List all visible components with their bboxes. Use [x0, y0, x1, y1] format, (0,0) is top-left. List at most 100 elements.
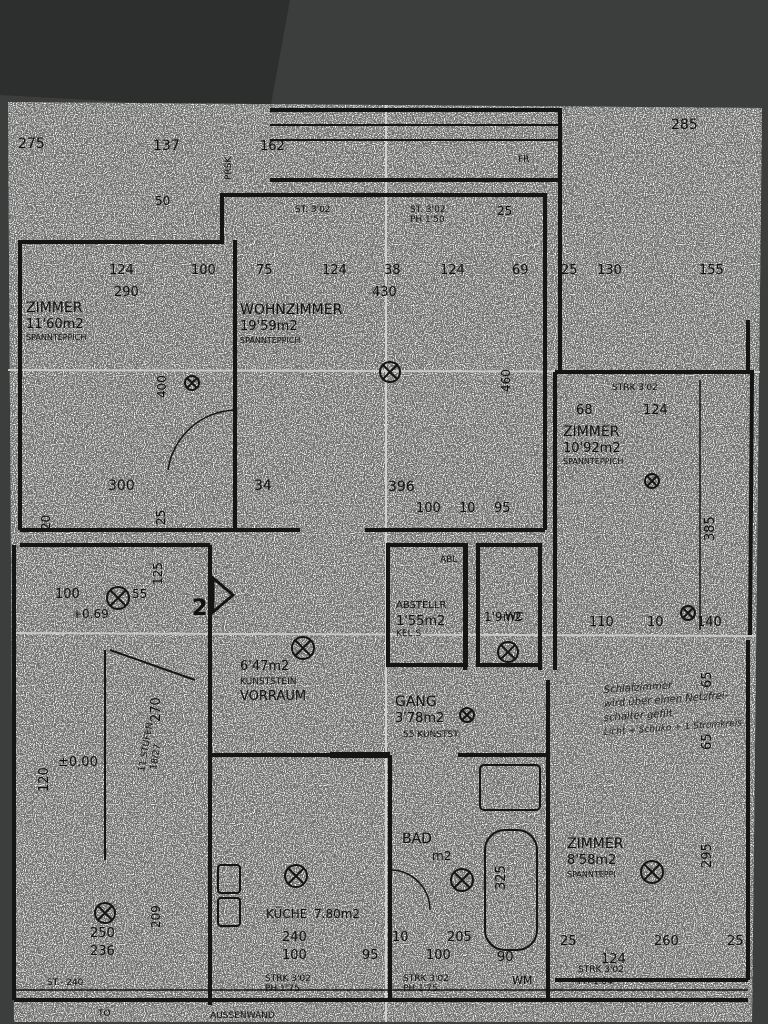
wm-label: WM — [512, 974, 532, 987]
window-bottom-2: PH 1'75 — [265, 984, 300, 994]
dim-mid: 460 — [499, 369, 513, 392]
dim-lower: 100 — [55, 587, 80, 602]
dim-mid: 34 — [254, 478, 272, 494]
dimension-numbers: 275 137 162 285 25 50 124 100 75 124 38 … — [18, 117, 744, 967]
dim-lower: 124 — [601, 952, 626, 967]
room-kueche-area: 7.80m2 — [314, 907, 360, 921]
dim-lower: 25 — [560, 934, 577, 949]
level-upper: +0.69 — [72, 607, 109, 621]
note-line-1: Schlafzimmer — [603, 680, 673, 696]
window-top-2: ST. 3'02 — [410, 205, 446, 215]
dim-row1: 155 — [699, 263, 724, 278]
dim-right: 65 — [700, 733, 715, 750]
dim-mid: 300 — [108, 478, 135, 494]
room-abstell-area: 1'55m2 — [396, 614, 445, 629]
window-bottom-6: PH 1'64 — [578, 977, 613, 987]
dim-row1: 430 — [372, 285, 397, 300]
window-right: STRK 3'02 — [612, 383, 658, 393]
level-number: 2 — [192, 596, 207, 621]
dim-top: 137 — [153, 138, 180, 154]
dim-lower: 260 — [654, 934, 679, 949]
dim-row1: 124 — [440, 263, 465, 278]
abl-label: ABL — [440, 555, 457, 565]
dim-row1: 25 — [561, 263, 578, 278]
dim-lower: 100 — [282, 948, 307, 963]
room-zimmer-right-area: 10'92m2 — [563, 441, 621, 456]
dim-row1: 38 — [384, 263, 401, 278]
window-bottom-3: STRK 3'02 — [403, 974, 449, 984]
note-line-3: schalter gefilt — [603, 708, 674, 724]
dim-right: 10 — [647, 615, 664, 630]
dim-top: 285 — [671, 117, 698, 133]
room-labels: ZIMMER 11'60m2 SPANNTEPPICH WOHNZIMMER 1… — [26, 300, 624, 921]
dim-lower: 10 — [392, 930, 409, 945]
room-wohnzimmer-area: 19'59m2 — [240, 319, 298, 334]
dim-lower: 25 — [727, 934, 744, 949]
room-zimmer-right-floor: SPANNTEPPICH — [563, 457, 623, 466]
room-bad-name: BAD — [402, 831, 432, 847]
room-bad-area: m2 — [432, 849, 451, 863]
dim-mid: 25 — [154, 510, 168, 525]
dim-lower: 120 — [37, 767, 52, 792]
dim-row1: 75 — [256, 263, 273, 278]
dim-right: 295 — [700, 843, 715, 868]
dim-lower: 240 — [282, 930, 307, 945]
window-top-3: PH 1'50 — [410, 215, 445, 225]
room-zimmer-left-floor: SPANNTEPPICH — [26, 333, 86, 342]
room-vorraum-floor: KUNSTSTEIN — [240, 677, 296, 687]
dim-lower: 90 — [497, 950, 514, 965]
dim-top: 275 — [18, 136, 45, 152]
room-abstell-floor: KEL.S — [396, 629, 421, 639]
aussenwand-label: AUSSENWAND — [210, 1011, 275, 1021]
room-vorraum-area: 6'47m2 — [240, 659, 289, 674]
dim-lower: 55 — [132, 587, 147, 601]
dim-lower: 205 — [447, 930, 472, 945]
level-lower: ±0.00 — [58, 755, 98, 770]
walls — [12, 108, 755, 1005]
window-bottom-5: STRK 3'02 — [578, 965, 624, 975]
room-zimmer-right-name: ZIMMER — [563, 424, 620, 440]
window-bottom-4: PH 1'75 — [403, 984, 438, 994]
room-wohnzimmer-floor: SPANNTEPPICH — [240, 336, 300, 345]
st-bottom: ST.- 240 — [47, 978, 84, 988]
dim-row1: 69 — [512, 263, 529, 278]
dim-lower: 100 — [426, 948, 451, 963]
dim-mid: 400 — [155, 375, 169, 398]
dim-row1: 124 — [109, 263, 134, 278]
dim-lower: 95 — [362, 948, 379, 963]
dim-right: 65 — [700, 671, 715, 688]
dim-top: 162 — [260, 139, 285, 154]
light-fixtures — [94, 361, 696, 924]
stairs-ratio: 18/27 — [149, 743, 163, 770]
room-gang-name: GANG — [395, 694, 437, 710]
room-zimmer-left-area: 11'60m2 — [26, 317, 84, 332]
dim-mid: 396 — [388, 479, 415, 495]
dim-lower: 250 — [90, 926, 115, 941]
room-zimmer-br-area: 8'58m2 — [567, 853, 616, 868]
room-wohnzimmer-name: WOHNZIMMER — [240, 302, 343, 318]
dim-row1: 290 — [114, 285, 139, 300]
dim-top: 25 — [497, 204, 512, 218]
room-vorraum-name: VORRAUM — [240, 689, 306, 704]
room-zimmer-left-name: ZIMMER — [26, 300, 83, 316]
dim-mid: 10 — [459, 501, 476, 516]
fr-label: FR — [518, 155, 529, 165]
room-abstell-name: ABSTELLR — [396, 600, 446, 611]
dim-lower: 270 — [149, 697, 164, 722]
dim-right: 140 — [697, 615, 722, 630]
to-label: TÖ — [97, 1008, 111, 1019]
dim-lower: 236 — [90, 944, 115, 959]
dim-mid: 95 — [494, 501, 511, 516]
window-bottom-1: STRK 3'02 — [265, 974, 311, 984]
window-top-1: ST. 3'02 — [295, 205, 331, 215]
prsk-label: PRSK — [224, 156, 234, 180]
dim-right: 110 — [589, 615, 614, 630]
room-kueche-name: KÜCHE — [266, 905, 307, 921]
room-wc-name: WC — [505, 610, 524, 623]
dim-lower: 325 — [494, 865, 509, 890]
room-zimmer-br-floor: SPANNTEPPI — [567, 870, 616, 879]
dim-right: 124 — [643, 403, 668, 418]
dim-row1: 100 — [191, 263, 216, 278]
